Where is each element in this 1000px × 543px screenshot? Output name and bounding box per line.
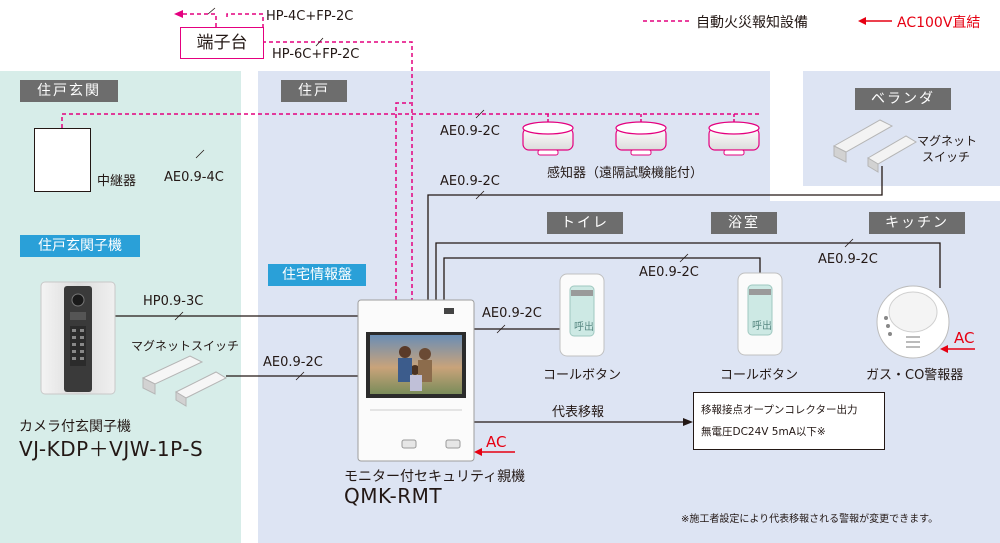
call-button-2-text: 呼出: [752, 321, 772, 332]
sensor-1: [522, 121, 574, 156]
call-cable-1: AE0.9-2C: [482, 306, 542, 321]
call-button-1-label: コールボタン: [543, 368, 622, 383]
call-button-2-label: コールボタン: [720, 368, 799, 383]
tag-toilet: トイレ: [547, 212, 623, 234]
gas-ac-label: AC: [954, 329, 975, 347]
entrance-magnet-label: マグネットスイッチ: [131, 339, 240, 353]
veranda-magnet-line1: マグネット: [917, 134, 978, 148]
tag-entrance-substation: 住戸玄関子機: [20, 235, 140, 257]
relay-unit: [34, 128, 91, 192]
legend-ac-direct: AC100V直結: [897, 15, 981, 31]
tag-entrance: 住戸玄関: [20, 80, 118, 102]
rep-transfer-label: 代表移報: [552, 405, 605, 420]
call-button-1: [559, 273, 605, 357]
call-cable-2: AE0.9-2C: [639, 265, 699, 280]
call-button-2: [737, 272, 783, 356]
monitor-unit: [357, 299, 475, 462]
camera-label: カメラ付玄関子機: [19, 419, 131, 435]
gas-co-alarm: [876, 285, 950, 359]
legend-fire-alarm: 自動火災報知設備: [696, 15, 808, 31]
footnote: ※施工者設定により代表移報される警報が変更できます。: [681, 514, 939, 525]
note-line2: 無電圧DC24V 5mA以下※: [701, 426, 826, 438]
legend-ac-arrow: [858, 17, 866, 25]
terminal-block: 端子台: [180, 27, 264, 59]
veranda-magnet-line2: スイッチ: [922, 150, 971, 164]
terminal-cable-bottom: HP-6C+FP-2C: [272, 47, 360, 62]
monitor-ac-label: AC: [486, 433, 507, 451]
terminal-cable-top: HP-4C+FP-2C: [266, 9, 354, 24]
entrance-magnet-switch: [141, 355, 228, 407]
relay-cable: AE0.9-4C: [164, 170, 224, 185]
substation-cable: HP0.9-3C: [143, 294, 204, 309]
call-button-1-text: 呼出: [574, 322, 594, 333]
sensor-2: [615, 121, 667, 156]
camera-model: VJ-KDP＋VJW-1P-S: [19, 437, 204, 461]
tag-info-panel: 住宅情報盤: [268, 264, 366, 286]
sensor-cable: AE0.9-2C: [440, 124, 500, 139]
tag-kitchen: キッチン: [869, 212, 965, 234]
camera-door-station: [40, 281, 116, 395]
tag-veranda: ベランダ: [855, 88, 951, 110]
magnet-cable: AE0.9-2C: [263, 355, 323, 370]
tag-bath: 浴室: [711, 212, 777, 234]
gas-cable: AE0.9-2C: [818, 252, 878, 267]
tag-residence: 住戸: [281, 80, 347, 102]
veranda-magnet-switch: [832, 119, 917, 173]
gas-label: ガス・CO警報器: [866, 368, 964, 383]
sensor-label: 感知器（遠隔試験機能付）: [547, 166, 704, 181]
transfer-note-box: 移報接点オープンコレクター出力 無電圧DC24V 5mA以下※: [693, 392, 885, 450]
relay-label: 中継器: [97, 174, 137, 189]
monitor-model: QMK-RMT: [344, 484, 443, 508]
monitor-label: モニター付セキュリティ親機: [344, 469, 526, 485]
note-line1: 移報接点オープンコレクター出力: [701, 404, 858, 416]
sensor-3: [708, 121, 760, 156]
veranda-cable: AE0.9-2C: [440, 174, 500, 189]
